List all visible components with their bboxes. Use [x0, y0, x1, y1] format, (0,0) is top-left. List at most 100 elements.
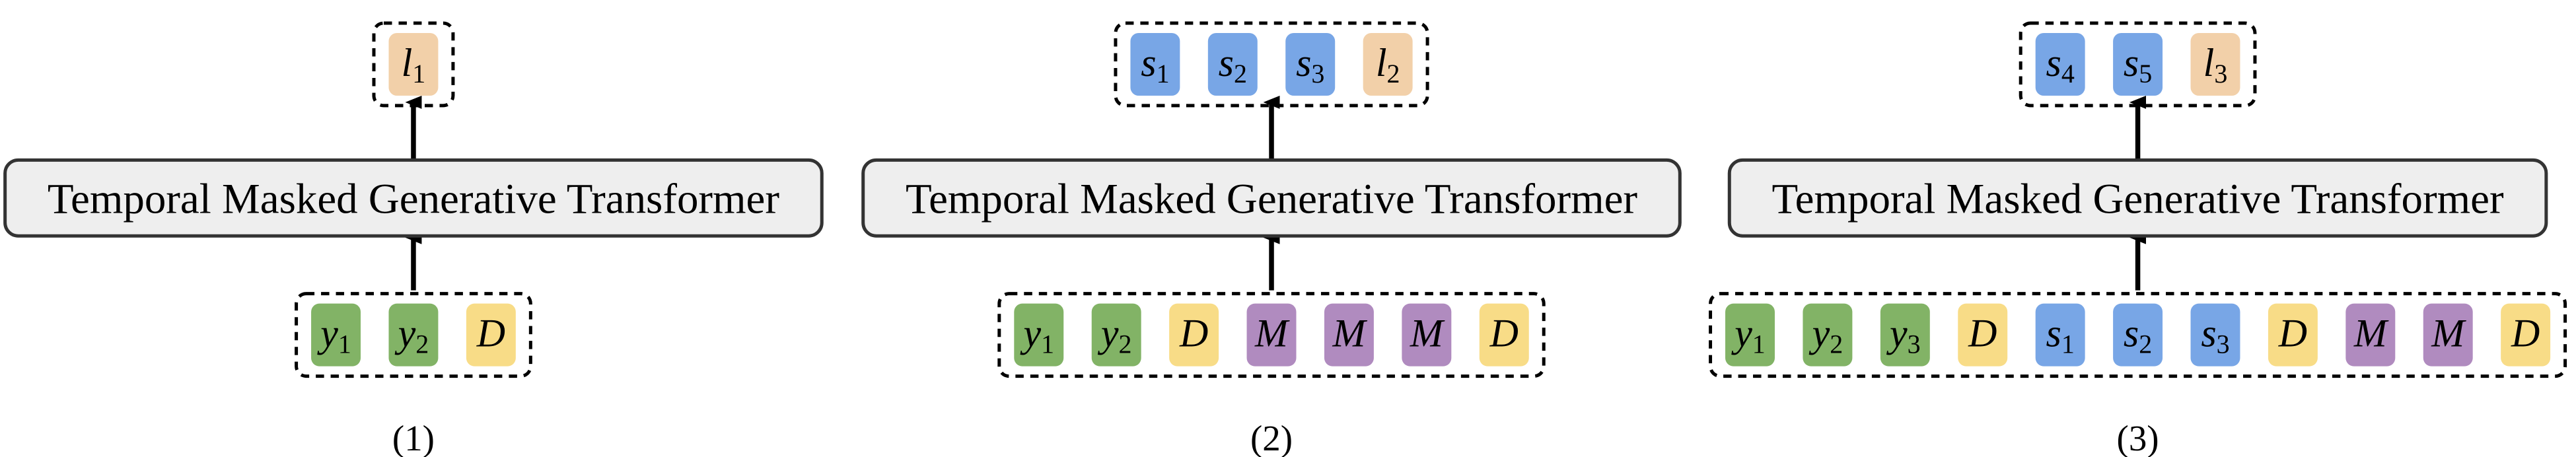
transformer-label: Temporal Masked Generative Transformer [48, 175, 779, 223]
token-tile [311, 303, 361, 367]
input-token: M [2423, 303, 2473, 367]
input-token: s1 [2035, 303, 2085, 367]
transformer-box [1727, 158, 2548, 238]
token-tile [2113, 32, 2163, 96]
token-label: D [1489, 312, 1519, 355]
token-label: y2 [1809, 312, 1843, 359]
token-label: s1 [2046, 312, 2074, 359]
token-tile [1803, 303, 1853, 367]
input-token: y2 [388, 303, 439, 367]
token-label: l3 [2203, 41, 2228, 88]
token-label: s2 [2124, 312, 2152, 359]
token-label: l2 [1376, 41, 1400, 88]
token-label: M [2353, 312, 2389, 355]
output-token: s3 [1285, 32, 1336, 96]
token-tile [1091, 303, 1141, 367]
input-token: M [1402, 303, 1452, 367]
input-token: D [466, 303, 516, 367]
input-token: y1 [311, 303, 361, 367]
output-token: s1 [1130, 32, 1180, 96]
token-tile [1207, 32, 1258, 96]
token-tile [1880, 303, 1930, 367]
output-token: l3 [2190, 32, 2240, 96]
token-tile [2345, 303, 2396, 367]
token-label: s1 [1141, 41, 1169, 88]
token-tile [1246, 303, 1297, 367]
token-tile [388, 32, 439, 96]
transformer-label: Temporal Masked Generative Transformer [906, 175, 1637, 223]
token-label: M [1332, 312, 1367, 355]
token-label: M [2431, 312, 2466, 355]
token-label: y1 [317, 312, 351, 359]
input-token: D [2268, 303, 2318, 367]
token-tile [2423, 303, 2473, 367]
panel-label: (1) [392, 418, 435, 457]
token-tile [1014, 303, 1064, 367]
input-token: M [1246, 303, 1297, 367]
output-token: l2 [1363, 32, 1413, 96]
output-token: s4 [2035, 32, 2085, 96]
input-token: D [1479, 303, 1529, 367]
input-token: D [1958, 303, 2008, 367]
transformer-box [3, 158, 824, 238]
input-token: s3 [2190, 303, 2240, 367]
input-token: M [1324, 303, 1374, 367]
token-label: s5 [2124, 41, 2152, 88]
token-tile [2035, 32, 2085, 96]
token-label: D [2511, 312, 2540, 355]
token-label: y2 [395, 312, 429, 359]
token-tile [1130, 32, 1180, 96]
input-token: y1 [1014, 303, 1064, 367]
token-label: s4 [2046, 41, 2074, 88]
input-token: D [1169, 303, 1219, 367]
input-token: y3 [1880, 303, 1930, 367]
token-label: D [2278, 312, 2307, 355]
token-label: s3 [2201, 312, 2229, 359]
token-tile [1958, 303, 2008, 367]
input-token: y2 [1803, 303, 1853, 367]
token-label: l1 [402, 41, 426, 88]
token-tile [1285, 32, 1336, 96]
token-tile [466, 303, 516, 367]
token-label: M [1410, 312, 1445, 355]
input-group [295, 292, 532, 378]
token-tile [1324, 303, 1374, 367]
token-tile [2190, 32, 2240, 96]
input-group [1709, 292, 2567, 378]
input-token: y1 [1725, 303, 1775, 367]
token-tile [2190, 303, 2240, 367]
token-tile [1363, 32, 1413, 96]
token-tile [1169, 303, 1219, 367]
token-label: s3 [1296, 41, 1324, 88]
input-token: D [2501, 303, 2551, 367]
token-label: y1 [1020, 312, 1054, 359]
token-tile [2035, 303, 2085, 367]
output-token: s5 [2113, 32, 2163, 96]
transformer-label: Temporal Masked Generative Transformer [1772, 175, 2504, 223]
token-label: M [1254, 312, 1290, 355]
token-label: y1 [1731, 312, 1766, 359]
token-tile [1402, 303, 1452, 367]
token-label: D [1179, 312, 1208, 355]
token-tile [1725, 303, 1775, 367]
token-label: s2 [1219, 41, 1247, 88]
input-token: y2 [1091, 303, 1141, 367]
panel-label: (2) [1250, 418, 1293, 457]
token-label: y3 [1886, 312, 1921, 359]
input-group [997, 292, 1546, 378]
token-tile [2268, 303, 2318, 367]
output-token: l1 [388, 32, 439, 96]
panel-label: (3) [2117, 418, 2159, 457]
token-tile [2501, 303, 2551, 367]
input-token: M [2345, 303, 2396, 367]
output-token: s2 [1207, 32, 1258, 96]
token-label: D [1968, 312, 1997, 355]
token-label: y2 [1098, 312, 1132, 359]
token-tile [1479, 303, 1529, 367]
output-group [2019, 21, 2257, 108]
input-token: s2 [2113, 303, 2163, 367]
